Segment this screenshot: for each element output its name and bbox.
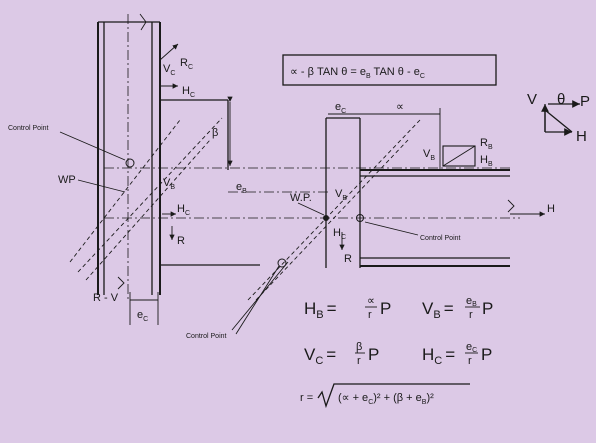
brace-line-4 [247, 119, 421, 301]
rb-label: RB [480, 137, 493, 151]
beam [325, 117, 515, 268]
hc-left-label: HC [177, 203, 190, 217]
control-point-label-3: Control Point [420, 235, 461, 242]
beta-label: β [212, 127, 218, 139]
hb-formula-num: ∝ [367, 295, 375, 307]
r-formula-radicand: (∝ + eC)² + (β + eB)² [338, 392, 434, 406]
force-triangle [541, 100, 580, 136]
brace-line-5 [255, 139, 409, 301]
hc-top-label: HC [182, 85, 195, 99]
column [97, 13, 161, 300]
hb-label: HB [480, 154, 493, 168]
wp-label-right: W.P. [290, 192, 312, 204]
brace-line-2 [85, 139, 211, 281]
vb-mid-label: VB [335, 188, 347, 202]
hb-formula-lhs: HB= [304, 299, 337, 321]
brace-line-1 [77, 117, 223, 273]
work-point-marker [323, 215, 329, 221]
vb-left-label: VB [163, 177, 175, 191]
ec-bottom-label: eC [137, 309, 148, 323]
hc-formula-den: r [468, 355, 472, 367]
alpha-label: ∝ [396, 101, 404, 113]
hc-formula-lhs: HC= [422, 345, 455, 367]
r-formula-lhs: r = [300, 392, 313, 404]
vb-formula-num: eB [466, 295, 477, 308]
eb-label: eB [236, 181, 247, 195]
vb-formula-den: r [469, 309, 473, 321]
triangle-theta-label: θ [557, 91, 565, 108]
vb-formula-lhs: VB= [422, 299, 454, 321]
r-v-label: R - V [93, 292, 119, 304]
ec-top-label: eC [335, 101, 346, 115]
vc-label: VC [163, 63, 175, 77]
vc-formula-num: β [356, 341, 362, 353]
radical-sign [317, 383, 470, 409]
r-left-label: R [177, 235, 185, 247]
r-mid-label: R [344, 253, 352, 265]
triangle-v-label: V [527, 91, 537, 108]
hb-formula-p: P [380, 299, 391, 318]
gusset-plate-left [160, 99, 260, 266]
control-point-label-1: Control Point [8, 125, 49, 132]
break-mark-bottom [117, 276, 125, 290]
wp-label-left: WP [58, 174, 76, 186]
vc-formula-lhs: VC= [304, 345, 336, 367]
hc-mid-label: HC [333, 227, 346, 241]
hc-formula-num: eC [466, 341, 477, 354]
control-point-marker-2 [277, 258, 287, 268]
control-point-marker-1 [125, 158, 135, 168]
control-point-label-2: Control Point [186, 333, 227, 340]
vb-formula-p: P [482, 299, 493, 318]
vc-formula-den: r [357, 355, 361, 367]
break-mark-top [139, 13, 147, 31]
top-equation: ∝ - β TAN θ = eB TAN θ - eC [290, 66, 425, 80]
beam-break-mark [507, 199, 515, 213]
vb-right-label: VB [423, 148, 435, 162]
rb-force-box [442, 145, 476, 167]
triangle-p-label: P [580, 93, 590, 110]
equation-box [282, 54, 497, 86]
h-arrow-label: H [547, 203, 555, 215]
vc-formula-p: P [368, 345, 379, 364]
hb-formula-den: r [368, 309, 372, 321]
hc-formula-p: P [481, 345, 492, 364]
control-point-marker-3 [356, 214, 364, 222]
triangle-h-label: H [576, 128, 587, 145]
rc-arrow [159, 43, 179, 61]
brace-line-3 [69, 119, 181, 263]
rc-label: RC [180, 57, 193, 71]
